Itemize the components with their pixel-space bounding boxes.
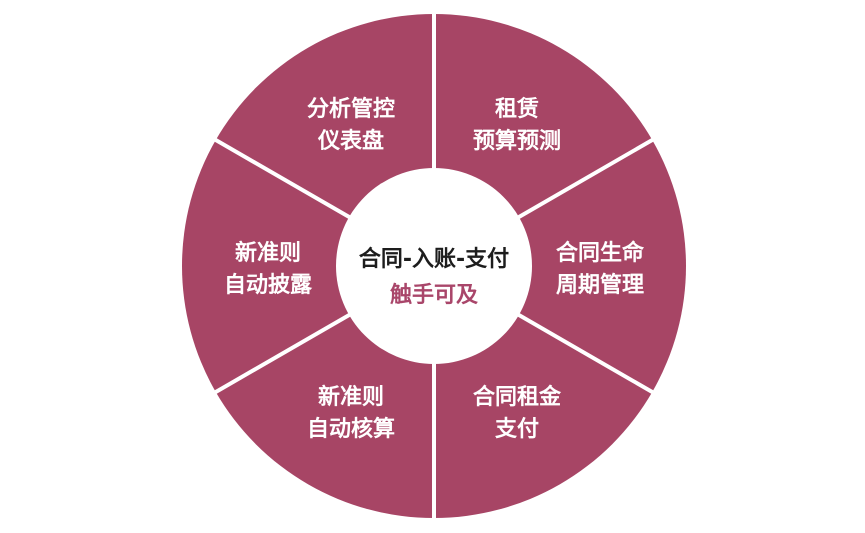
center-circle bbox=[336, 168, 532, 364]
segment-label-contract-lifecycle-line2: 周期管理 bbox=[556, 272, 644, 298]
segment-contract-lifecycle bbox=[434, 140, 687, 392]
segment-label-rent-payment-line1: 合同租金 bbox=[473, 384, 562, 410]
segment-label-contract-lifecycle-line1: 合同生命 bbox=[556, 240, 645, 266]
segment-label-rent-payment-line2: 支付 bbox=[495, 417, 539, 442]
segment-label-auto-accounting-line1: 新准则 bbox=[318, 384, 384, 410]
labels-layer: 租赁预算预测合同生命周期管理合同租金支付新准则自动核算新准则自动披露分析管控仪表… bbox=[224, 96, 645, 442]
segment-label-auto-disclosure-line2: 自动披露 bbox=[224, 272, 313, 298]
segment-auto-disclosure bbox=[181, 140, 434, 392]
segment-label-analytics-dashboard-line1: 分析管控 bbox=[307, 96, 395, 122]
segment-label-auto-disclosure-line1: 新准则 bbox=[235, 240, 301, 266]
segment-label-analytics-dashboard-line2: 仪表盘 bbox=[317, 128, 384, 154]
segment-label-lease-budget-line1: 租赁 bbox=[495, 97, 539, 122]
center-label-line2: 触手可及 bbox=[390, 282, 479, 308]
segment-label-auto-accounting-line2: 自动核算 bbox=[307, 416, 395, 442]
center-label: 合同-入账-支付 触手可及 bbox=[359, 246, 509, 308]
segment-label-lease-budget-line2: 预算预测 bbox=[473, 128, 561, 154]
center-label-line1: 合同-入账-支付 bbox=[359, 246, 509, 272]
